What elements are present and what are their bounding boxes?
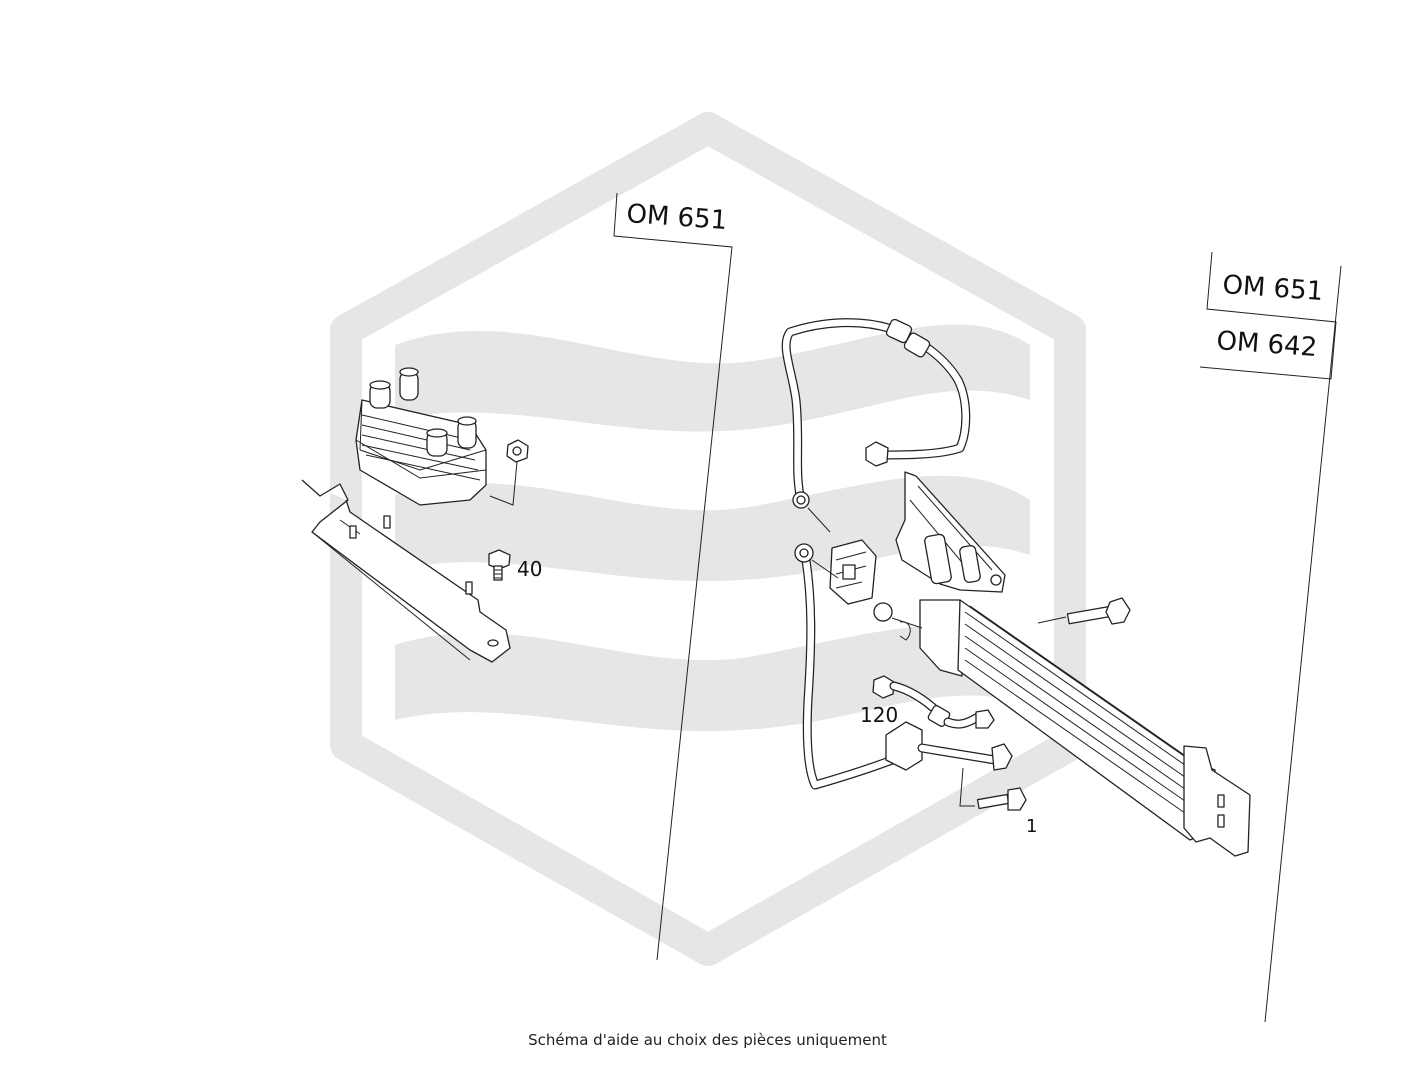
engine-code-flag-right: OM 651 OM 642 [1199, 251, 1342, 1023]
transmission-oil-cooler [895, 471, 1251, 857]
mounting-bracket [301, 479, 511, 663]
thermostat-connector [829, 539, 911, 641]
engine-code-right-label-1: OM 651 [1222, 270, 1325, 307]
part-ref-40: 40 [517, 557, 542, 581]
part-ref-1: 1 [1026, 816, 1037, 837]
coolant-pipe-upper [781, 318, 971, 500]
bolt-short: 1 [976, 787, 1037, 837]
part-ref-120: 120 [860, 703, 898, 727]
coolant-pipe-lower [792, 491, 910, 790]
engine-code-flag-left: OM 651 [613, 192, 733, 961]
engine-code-right-label-2: OM 642 [1216, 326, 1319, 363]
bolt-long [1037, 597, 1131, 625]
pipe-bracket [885, 721, 1013, 807]
return-pipe-120: 120 [860, 675, 995, 729]
bolt-40: 40 [488, 549, 542, 581]
engine-code-left-label: OM 651 [626, 199, 729, 236]
diagram-caption: Schéma d'aide au choix des pièces unique… [528, 1031, 887, 1049]
oil-cooler-compact [355, 367, 529, 506]
leader-lines [807, 507, 923, 629]
